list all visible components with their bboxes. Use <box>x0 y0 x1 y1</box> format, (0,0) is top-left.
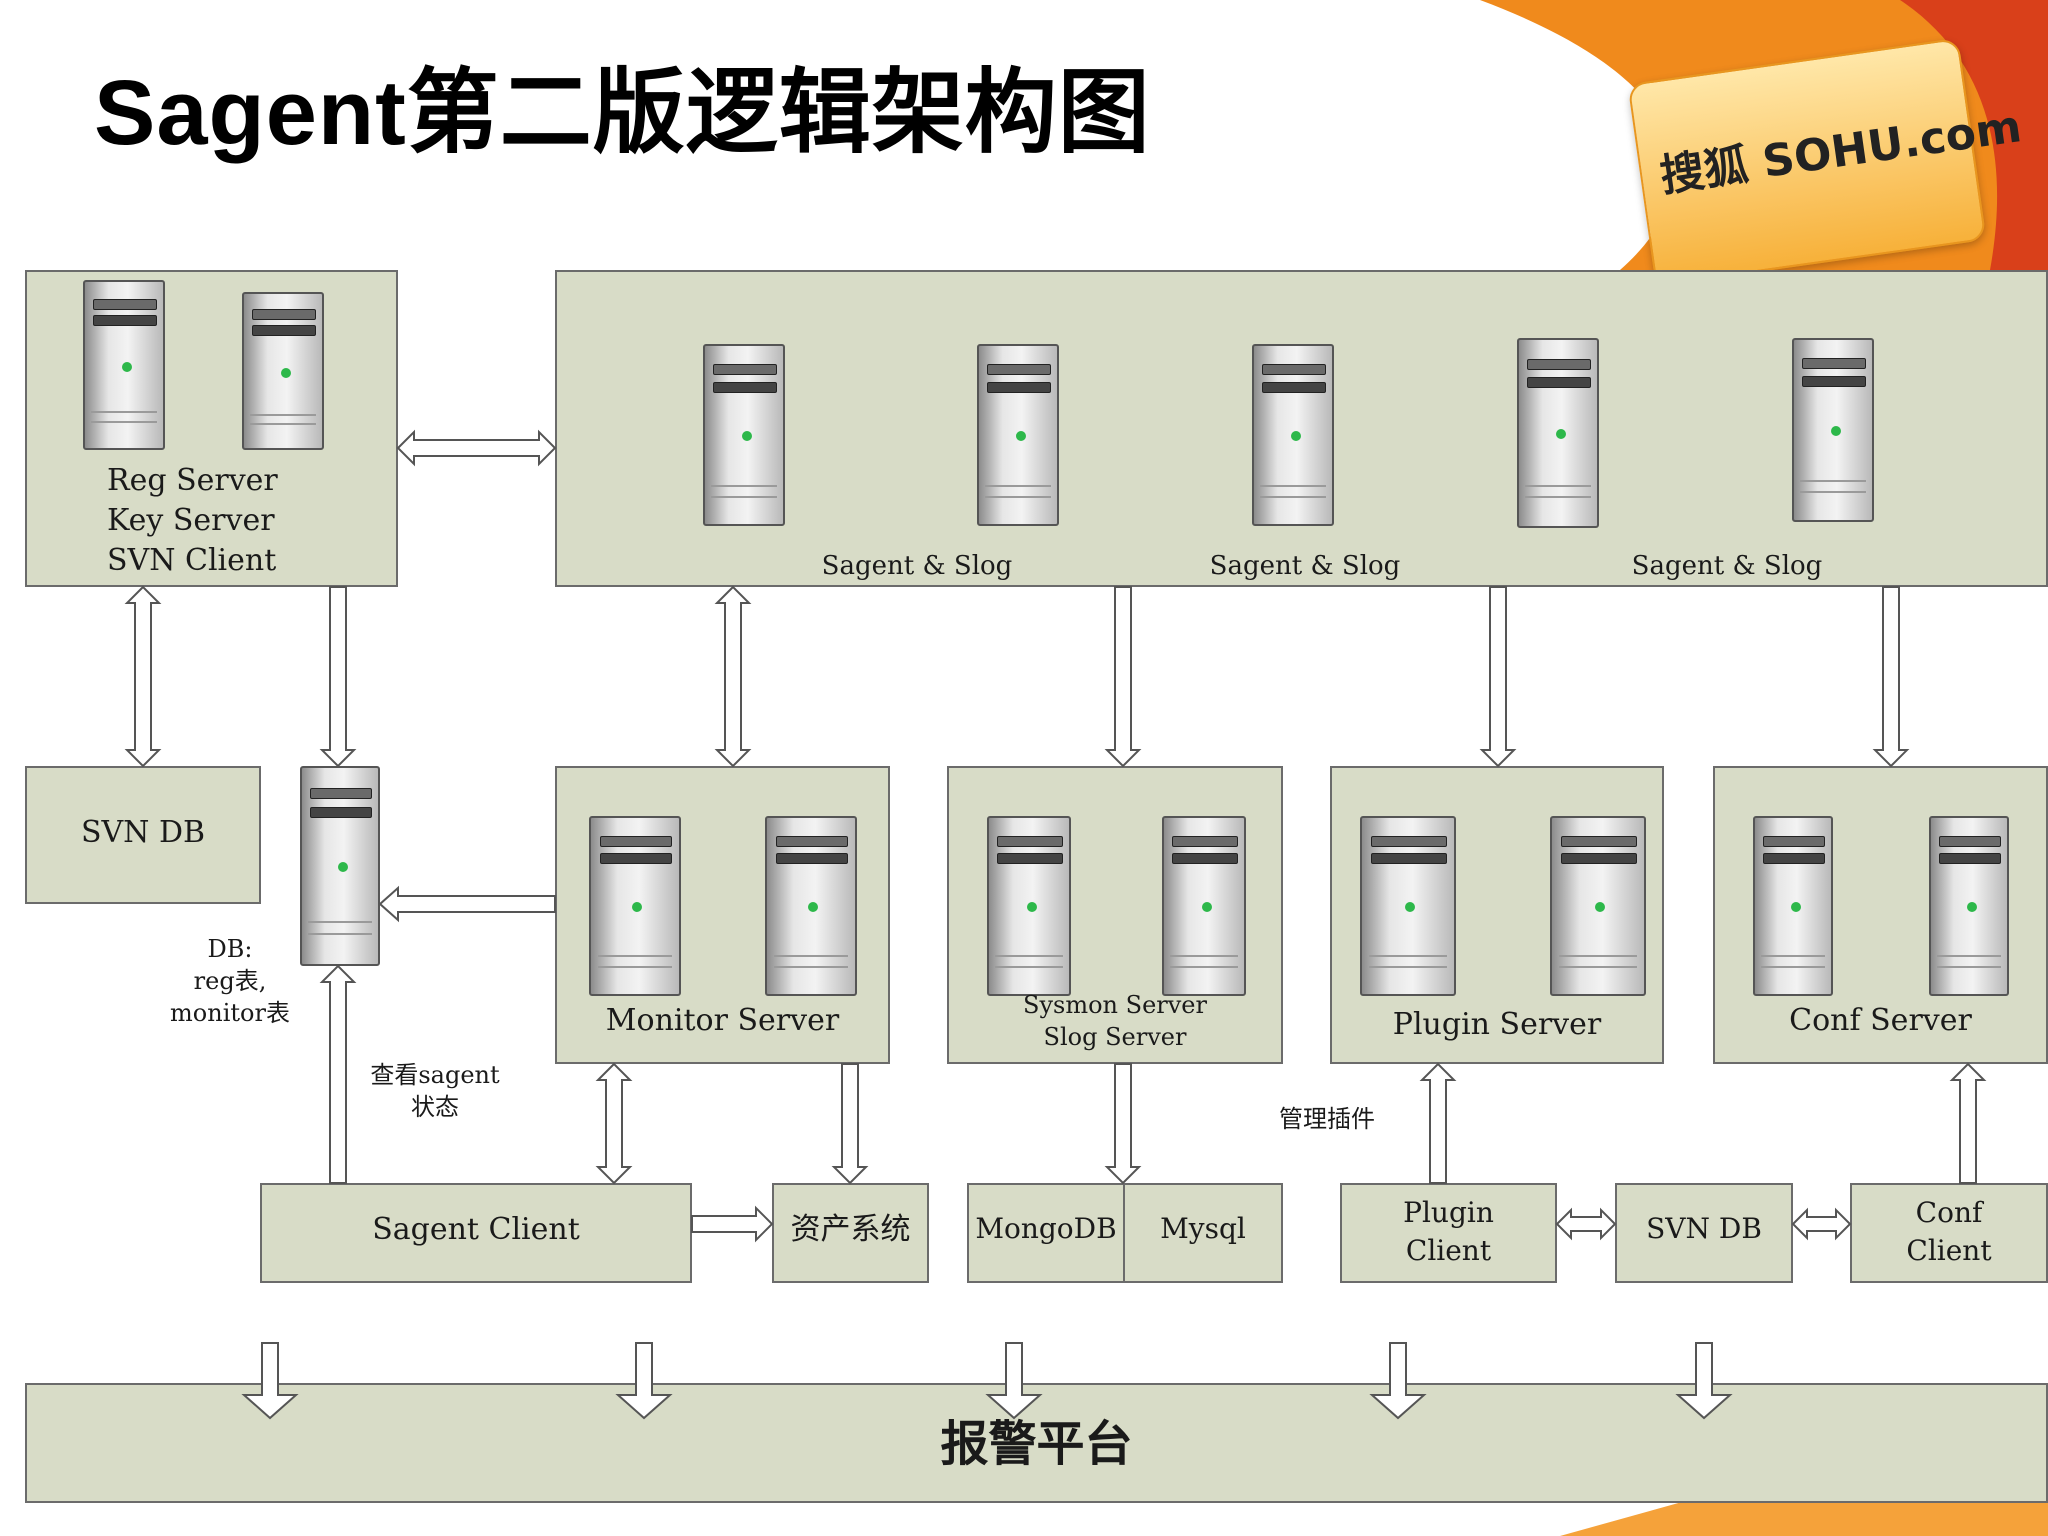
conf-client-label: Conf <box>1915 1196 1983 1229</box>
svn-db-bottom-box: SVN DB <box>1615 1183 1793 1283</box>
key-server-label: Key Server <box>107 503 275 538</box>
down-arrow <box>1479 586 1517 768</box>
red-swoosh <box>1900 0 2048 270</box>
alarm-platform-label: 报警平台 <box>940 1416 1133 1472</box>
asset-system-box: 资产系统 <box>772 1183 929 1283</box>
asset-system-label: 资产系统 <box>790 1212 911 1247</box>
plugin-server-box: Plugin Server <box>1330 766 1664 1064</box>
monitor-server-box: Monitor Server <box>555 766 890 1064</box>
down-arrow <box>1369 1342 1427 1420</box>
plugin-client-box: Plugin Client <box>1340 1183 1557 1283</box>
svn-db-left-box: SVN DB <box>25 766 261 904</box>
double-arrow-horizontal <box>1555 1207 1617 1241</box>
check-sagent-note: 查看sagent <box>370 1061 500 1089</box>
server-icon <box>1753 816 1833 996</box>
slog-server-label: Slog Server <box>1043 1023 1187 1051</box>
check-sagent-note: 状态 <box>411 1093 459 1121</box>
plugin-client-label: Client <box>1405 1234 1492 1267</box>
up-arrow <box>1949 1062 1987 1184</box>
down-arrow <box>615 1342 673 1420</box>
page-title: Sagent第二版逻辑架构图 <box>94 62 1151 164</box>
server-icon <box>1162 816 1246 996</box>
sagent-slog-label: Sagent & Slog <box>1209 551 1401 581</box>
server-icon <box>1550 816 1646 996</box>
db-server-icon <box>300 766 380 966</box>
svn-db-label: SVN DB <box>1646 1212 1762 1245</box>
conf-client-box: Conf Client <box>1850 1183 2048 1283</box>
sagent-client-box: Sagent Client <box>260 1183 692 1283</box>
server-icon <box>1929 816 2009 996</box>
sagent-slog-label: Sagent & Slog <box>821 551 1013 581</box>
mongodb-box: MongoDB <box>967 1183 1125 1283</box>
svn-db-label: SVN DB <box>80 815 206 850</box>
server-icon <box>1792 338 1874 522</box>
left-arrow <box>378 885 556 923</box>
plugin-client-label: Plugin <box>1403 1196 1494 1229</box>
reg-server-box: Reg Server Key Server SVN Client <box>25 270 398 587</box>
sagent-cluster-box: Sagent & Slog Sagent & Slog Sagent & Slo… <box>555 270 2048 587</box>
sysmon-server-label: Sysmon Server <box>1023 991 1207 1019</box>
mongodb-label: MongoDB <box>975 1212 1117 1245</box>
server-icon <box>242 292 324 450</box>
mysql-box: Mysql <box>1123 1183 1283 1283</box>
plugin-server-label: Plugin Server <box>1392 1007 1602 1042</box>
right-arrow <box>691 1205 774 1243</box>
server-icon <box>703 344 785 526</box>
double-arrow-horizontal <box>396 429 557 467</box>
down-arrow <box>1872 586 1910 768</box>
db-note-line: DB: <box>207 935 253 963</box>
conf-server-box: Conf Server <box>1713 766 2048 1064</box>
db-note-line: monitor表 <box>170 999 290 1027</box>
down-arrow <box>319 586 357 768</box>
down-arrow <box>1104 1063 1142 1185</box>
db-note-line: reg表, <box>193 967 267 995</box>
monitor-server-label: Monitor Server <box>605 1003 840 1038</box>
down-arrow <box>831 1063 869 1185</box>
conf-client-label: Client <box>1906 1234 1992 1267</box>
server-icon <box>987 816 1071 996</box>
server-icon <box>83 280 165 450</box>
server-icon <box>977 344 1059 526</box>
server-icon <box>589 816 681 996</box>
reg-server-label: Reg Server <box>107 463 278 498</box>
down-arrow <box>1104 586 1142 768</box>
up-arrow <box>1419 1062 1457 1184</box>
server-icon <box>1360 816 1456 996</box>
conf-server-label: Conf Server <box>1789 1003 1972 1038</box>
up-arrow <box>319 964 357 1184</box>
server-icon <box>1252 344 1334 526</box>
sagent-client-label: Sagent Client <box>372 1212 580 1247</box>
server-icon <box>1517 338 1599 528</box>
manage-plugin-note: 管理插件 <box>1279 1105 1375 1133</box>
double-arrow-horizontal <box>1791 1207 1852 1241</box>
double-arrow-vertical <box>124 585 162 768</box>
down-arrow <box>241 1342 299 1420</box>
svn-client-label: SVN Client <box>107 543 277 578</box>
server-icon <box>765 816 857 996</box>
down-arrow <box>985 1342 1043 1420</box>
mysql-label: Mysql <box>1160 1212 1246 1245</box>
double-arrow-vertical <box>595 1062 633 1185</box>
double-arrow-vertical <box>714 585 752 768</box>
sysmon-server-box: Sysmon Server Slog Server <box>947 766 1283 1064</box>
sagent-slog-label: Sagent & Slog <box>1631 551 1823 581</box>
down-arrow <box>1675 1342 1733 1420</box>
